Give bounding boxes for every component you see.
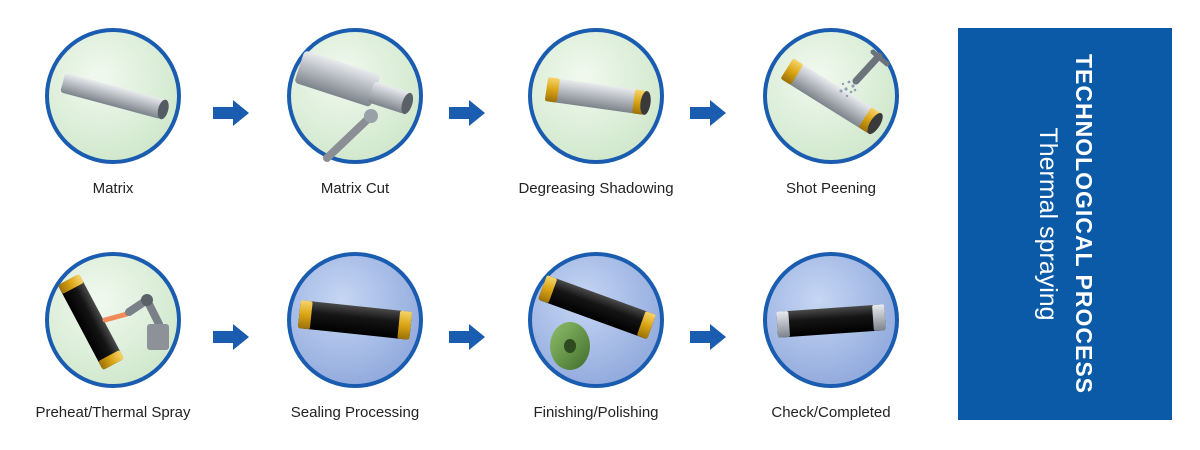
arrow-right-icon bbox=[449, 100, 485, 126]
arrow-right-icon bbox=[690, 324, 726, 350]
pipe-cutting-icon bbox=[287, 28, 423, 164]
process-title-panel: TECHNOLOGICAL PROCESS Thermal spraying bbox=[958, 28, 1172, 420]
step-degreasing-shadowing: Degreasing Shadowing bbox=[496, 26, 696, 197]
step-label: Preheat/Thermal Spray bbox=[35, 404, 191, 421]
panel-title: TECHNOLOGICAL PROCESS bbox=[1071, 53, 1097, 395]
panel-subtitle: Thermal spraying bbox=[1034, 127, 1062, 321]
masked-pipe-icon bbox=[528, 28, 664, 164]
finished-roller-icon bbox=[763, 252, 899, 388]
polishing-wheel-icon bbox=[528, 252, 664, 388]
step-label: Finishing/Polishing bbox=[533, 404, 659, 421]
step-matrix-cut: Matrix Cut bbox=[255, 26, 455, 197]
shot-peening-icon bbox=[763, 28, 899, 164]
arrow-right-icon bbox=[449, 324, 485, 350]
step-label: Sealing Processing bbox=[290, 404, 420, 421]
step-label: Matrix Cut bbox=[320, 180, 390, 197]
step-finishing-polishing: Finishing/Polishing bbox=[496, 250, 696, 421]
step-preheat-thermal-spray: Preheat/Thermal Spray bbox=[13, 250, 213, 421]
arrow-right-icon bbox=[690, 100, 726, 126]
step-sealing-processing: Sealing Processing bbox=[255, 250, 455, 421]
step-label: Check/Completed bbox=[771, 404, 891, 421]
steel-pipe-icon bbox=[45, 28, 181, 164]
step-shot-peening: Shot Peening bbox=[731, 26, 931, 197]
panel-text: TECHNOLOGICAL PROCESS Thermal spraying bbox=[1033, 44, 1097, 404]
robot-spray-icon bbox=[45, 252, 181, 388]
arrow-right-icon bbox=[213, 100, 249, 126]
step-label: Degreasing Shadowing bbox=[518, 180, 674, 197]
step-label: Matrix bbox=[92, 180, 134, 197]
arrow-right-icon bbox=[213, 324, 249, 350]
coated-pipe-icon bbox=[287, 252, 423, 388]
step-matrix: Matrix bbox=[13, 26, 213, 197]
step-label: Shot Peening bbox=[785, 180, 877, 197]
step-check-completed: Check/Completed bbox=[731, 250, 931, 421]
